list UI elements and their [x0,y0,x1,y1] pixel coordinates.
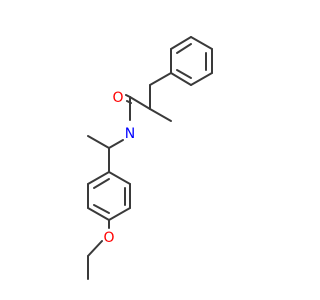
bond [170,72,192,86]
double-bond-inner [93,178,110,189]
atom-label-carbonyl-oxygen: O [112,90,123,106]
ethoxy-group [87,219,110,280]
bond [190,72,213,86]
bond [149,72,172,86]
bond [108,207,131,221]
structure-diagram: O N O [0,0,300,300]
phenyl-ring-top [170,36,213,86]
methyl-bond [149,108,172,122]
bond [87,171,110,185]
bond [108,139,124,149]
bond [129,96,151,110]
background [0,0,300,300]
bond [87,240,103,257]
double-bond-inner [176,69,192,79]
bond [108,171,131,185]
phenyl-ring-bottom [87,171,131,221]
double-bond-inner [176,43,192,54]
bond [170,36,192,50]
bond [190,36,213,50]
acyl-chain [125,72,172,122]
atom-label-ether-oxygen: O [103,230,114,246]
double-bond-inner [93,204,110,214]
methyl-bond [87,135,110,149]
bond [87,207,110,221]
amine-side [87,135,124,173]
atom-label-amide-nitrogen: N [125,126,135,142]
